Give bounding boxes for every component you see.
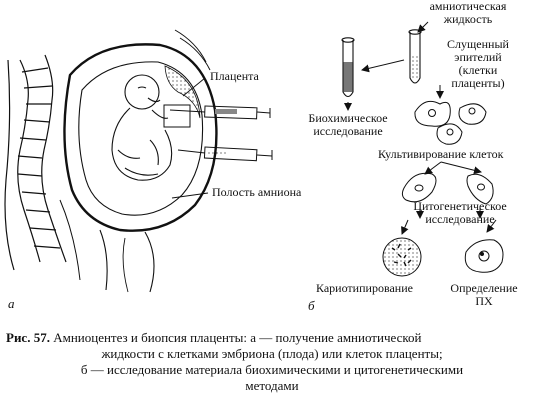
label-biochemical-line-1: Биохимическое	[308, 111, 388, 125]
label-epithelium-line-4: плаценты)	[451, 76, 505, 90]
panel-b-arrows	[344, 21, 497, 235]
caption-number: Рис. 57.	[6, 330, 50, 345]
label-biochemical-line-2: исследование	[313, 124, 383, 138]
uterus-drawing	[59, 29, 218, 293]
cultured-cells	[401, 172, 494, 205]
label-sex-chromatin: Определение ПХ	[434, 282, 534, 308]
label-cytogenetic-line-2: исследование	[425, 212, 495, 226]
karyotype-nucleus	[382, 237, 422, 277]
syringe-upper	[169, 105, 271, 120]
label-sex-chromatin-line-2: ПХ	[475, 294, 493, 308]
panel-a-leader-lines	[171, 77, 209, 199]
label-epithelium-line-3: (клетки	[458, 63, 498, 77]
label-amniotic-fluid-line-1: амниотическая	[429, 0, 507, 13]
label-cytogenetic-line-1: Цитогенетическое	[413, 199, 507, 213]
epithelial-cells	[414, 100, 487, 145]
label-placenta: Плацента	[210, 69, 259, 83]
label-biochemical: Биохимическое исследование	[300, 112, 396, 138]
label-cytogenetic: Цитогенетическое исследование	[400, 200, 520, 226]
caption-text-1: Амниоцентез и биопсия плаценты: а — полу…	[53, 330, 422, 345]
panel-letter-b: б	[308, 298, 315, 313]
label-cultivation: Культивирование клеток	[378, 147, 504, 161]
caption-line-2: жидкости с клетками эмбриона (плода) или…	[101, 346, 443, 361]
panel-letter-a: а	[8, 296, 15, 311]
sex-chromatin-cell	[464, 239, 504, 273]
fetus-drawing	[111, 74, 173, 181]
caption-line-4: методами	[245, 378, 299, 393]
label-epithelium-line-2: эпителий	[454, 50, 502, 64]
test-tube-right	[408, 29, 422, 84]
spine-drawing	[4, 54, 67, 271]
caption-line-1: Рис. 57. Амниоцентез и биопсия плаценты:…	[6, 330, 542, 345]
label-karyotyping: Кариотипирование	[316, 281, 413, 295]
label-epithelium: Слущенный эпителий (клетки плаценты)	[428, 38, 528, 90]
label-amniotic-fluid-line-2: жидкость	[443, 12, 493, 26]
label-amnion-cavity: Полость амниона	[212, 185, 302, 199]
syringe-lower	[177, 146, 273, 162]
label-sex-chromatin-line-1: Определение	[450, 281, 518, 295]
label-amniotic-fluid: амниотическая жидкость	[418, 0, 518, 26]
test-tube-left	[341, 37, 355, 98]
label-epithelium-line-1: Слущенный	[447, 37, 509, 51]
caption-line-3: б — исследование материала биохимическим…	[80, 362, 464, 377]
biopsy-frame	[163, 104, 191, 128]
